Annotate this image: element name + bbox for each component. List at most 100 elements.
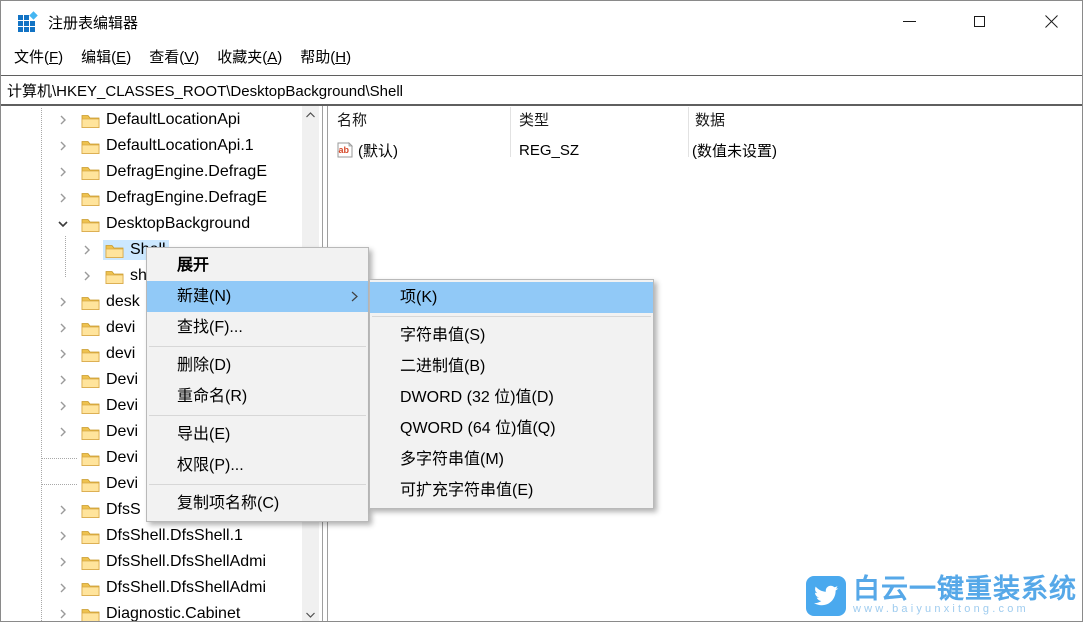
chevron-right-icon[interactable] — [55, 424, 71, 440]
watermark-url-text: www.baiyunxitong.com — [853, 603, 1029, 615]
minimize-button[interactable] — [886, 1, 932, 41]
tree-item-desk[interactable]: desk — [1, 289, 143, 315]
chevron-right-icon[interactable] — [55, 372, 71, 388]
new-submenu-item-0[interactable]: 项(K) — [370, 282, 653, 313]
tree-item-content[interactable]: devi — [79, 318, 138, 338]
tree-item-DfsShell.DfsShellAdmi[interactable]: DfsShell.DfsShellAdmi — [1, 549, 269, 575]
tree-item-Devi[interactable]: Devi — [1, 393, 141, 419]
tree-item-content[interactable]: DefragEngine.DefragE — [79, 162, 270, 182]
tree-item-Shell[interactable]: Shell — [1, 237, 169, 263]
chevron-right-icon[interactable] — [55, 190, 71, 206]
tree-item-devi[interactable]: devi — [1, 341, 138, 367]
new-submenu-item-2[interactable]: 字符串值(S) — [400, 327, 486, 344]
tree-item-content[interactable]: Devi — [79, 370, 141, 390]
tree-item-DefaultLocationApi.1[interactable]: DefaultLocationApi.1 — [1, 133, 257, 159]
chevron-right-icon[interactable] — [55, 346, 71, 362]
value-row[interactable]: ab(默认)REG_SZ(数值未设置) — [331, 137, 1082, 163]
chevron-right-icon[interactable] — [55, 580, 71, 596]
tree-item-DesktopBackground[interactable]: DesktopBackground — [1, 211, 253, 237]
tree-item-content[interactable]: DfsShell.DfsShellAdmi — [79, 578, 269, 598]
new-submenu-item-6[interactable]: 多字符串值(M) — [400, 451, 504, 468]
tree-item-Devi[interactable]: Devi — [1, 419, 141, 445]
tree-item-label: Devi — [106, 449, 139, 466]
new-submenu-item-4[interactable]: DWORD (32 位)值(D) — [400, 389, 554, 406]
context-menu-item-0[interactable]: 展开 — [177, 257, 210, 274]
folder-icon — [81, 191, 100, 206]
chevron-right-icon[interactable] — [55, 164, 71, 180]
new-submenu-item-5[interactable]: QWORD (64 位)值(Q) — [400, 420, 556, 437]
tree-item-content[interactable]: Devi — [79, 474, 141, 494]
tree-item-content[interactable]: Devi — [79, 448, 141, 468]
menubar-item-V[interactable]: 查看(V) — [149, 49, 200, 66]
chevron-right-icon[interactable] — [79, 242, 95, 258]
tree-item-content[interactable]: sh — [103, 266, 150, 286]
context-menu-item-7[interactable]: 导出(E) — [177, 426, 231, 443]
tree-item-DefragEngine.DefragE[interactable]: DefragEngine.DefragE — [1, 159, 270, 185]
tree-item-content[interactable]: DefaultLocationApi.1 — [79, 136, 257, 156]
tree-item-DefragEngine.DefragE[interactable]: DefragEngine.DefragE — [1, 185, 270, 211]
tree-item-devi[interactable]: devi — [1, 315, 138, 341]
menubar-item-H[interactable]: 帮助(H) — [300, 49, 352, 66]
value-cell-name: (默认) — [358, 142, 398, 160]
address-bar-input[interactable] — [1, 76, 1082, 104]
tree-item-Devi[interactable]: Devi — [1, 367, 141, 393]
tree-item-content[interactable]: desk — [79, 292, 143, 312]
tree-item-DefaultLocationApi[interactable]: DefaultLocationApi — [1, 107, 243, 133]
tree-item-Devi[interactable]: Devi — [1, 445, 141, 471]
chevron-right-icon[interactable] — [55, 398, 71, 414]
tree-item-content[interactable]: DfsShell.DfsShellAdmi — [79, 552, 269, 572]
tree-item-content[interactable]: Devi — [79, 422, 141, 442]
chevron-right-icon[interactable] — [55, 320, 71, 336]
scrollbar-down-arrow-icon[interactable] — [302, 606, 319, 621]
tree-item-DfsShell.DfsShellAdmi[interactable]: DfsShell.DfsShellAdmi — [1, 575, 269, 601]
scrollbar-up-arrow-icon[interactable] — [302, 106, 319, 123]
tree-item-Devi[interactable]: Devi — [1, 471, 141, 497]
context-menu-item-8[interactable]: 权限(P)... — [177, 457, 244, 474]
chevron-right-icon[interactable] — [55, 606, 71, 621]
context-menu-item-1[interactable]: 新建(N) — [147, 281, 368, 312]
chevron-right-icon[interactable] — [55, 502, 71, 518]
tree-item-content[interactable]: Devi — [79, 396, 141, 416]
chevron-right-icon[interactable] — [55, 138, 71, 154]
new-submenu-item-3[interactable]: 二进制值(B) — [400, 358, 486, 375]
tree-item-content[interactable]: devi — [79, 344, 138, 364]
tree-guide-line — [41, 108, 42, 621]
chevron-right-icon[interactable] — [79, 268, 95, 284]
chevron-down-icon[interactable] — [55, 216, 71, 232]
chevron-right-icon[interactable] — [55, 554, 71, 570]
menubar-item-A[interactable]: 收藏夹(A) — [217, 49, 283, 66]
chevron-right-icon[interactable] — [55, 528, 71, 544]
close-button[interactable] — [1028, 1, 1074, 41]
context-menu-item-2[interactable]: 查找(F)... — [177, 319, 243, 336]
tree-item-label: devi — [106, 319, 136, 336]
column-header-data[interactable]: 数据 — [695, 112, 726, 129]
chevron-right-icon[interactable] — [55, 112, 71, 128]
column-separator[interactable] — [688, 107, 689, 157]
menu-separator — [149, 484, 366, 485]
tree-item-sh[interactable]: sh — [1, 263, 150, 289]
maximize-button[interactable] — [956, 1, 1002, 41]
tree-item-content[interactable]: DfsShell.DfsShell.1 — [79, 526, 246, 546]
tree-item-content[interactable]: DesktopBackground — [79, 214, 253, 234]
context-menu-item-5[interactable]: 重命名(R) — [177, 388, 248, 405]
tree-item-DfsS[interactable]: DfsS — [1, 497, 144, 523]
tree-item-content[interactable]: DefaultLocationApi — [79, 110, 243, 130]
tree-item-Diagnostic.Cabinet[interactable]: Diagnostic.Cabinet — [1, 601, 243, 621]
tree-item-content[interactable]: DfsS — [79, 500, 144, 520]
column-separator[interactable] — [510, 107, 511, 157]
tree-item-DfsShell.DfsShell.1[interactable]: DfsShell.DfsShell.1 — [1, 523, 246, 549]
chevron-right-icon[interactable] — [55, 294, 71, 310]
menubar-item-F[interactable]: 文件(F) — [14, 49, 64, 66]
context-menu-item-10[interactable]: 复制项名称(C) — [177, 495, 280, 512]
column-header-type[interactable]: 类型 — [519, 112, 550, 129]
tree-item-content[interactable]: Diagnostic.Cabinet — [79, 604, 243, 621]
new-submenu-item-7[interactable]: 可扩充字符串值(E) — [400, 482, 534, 499]
tree-item-content[interactable]: DefragEngine.DefragE — [79, 188, 270, 208]
tree-guide-line — [41, 458, 77, 459]
maximize-icon — [973, 15, 985, 27]
menubar-item-E[interactable]: 编辑(E) — [81, 49, 132, 66]
tree-item-label: DefaultLocationApi.1 — [106, 137, 254, 154]
column-header-name[interactable]: 名称 — [337, 112, 368, 129]
folder-icon — [105, 243, 124, 258]
context-menu-item-4[interactable]: 删除(D) — [177, 357, 232, 374]
